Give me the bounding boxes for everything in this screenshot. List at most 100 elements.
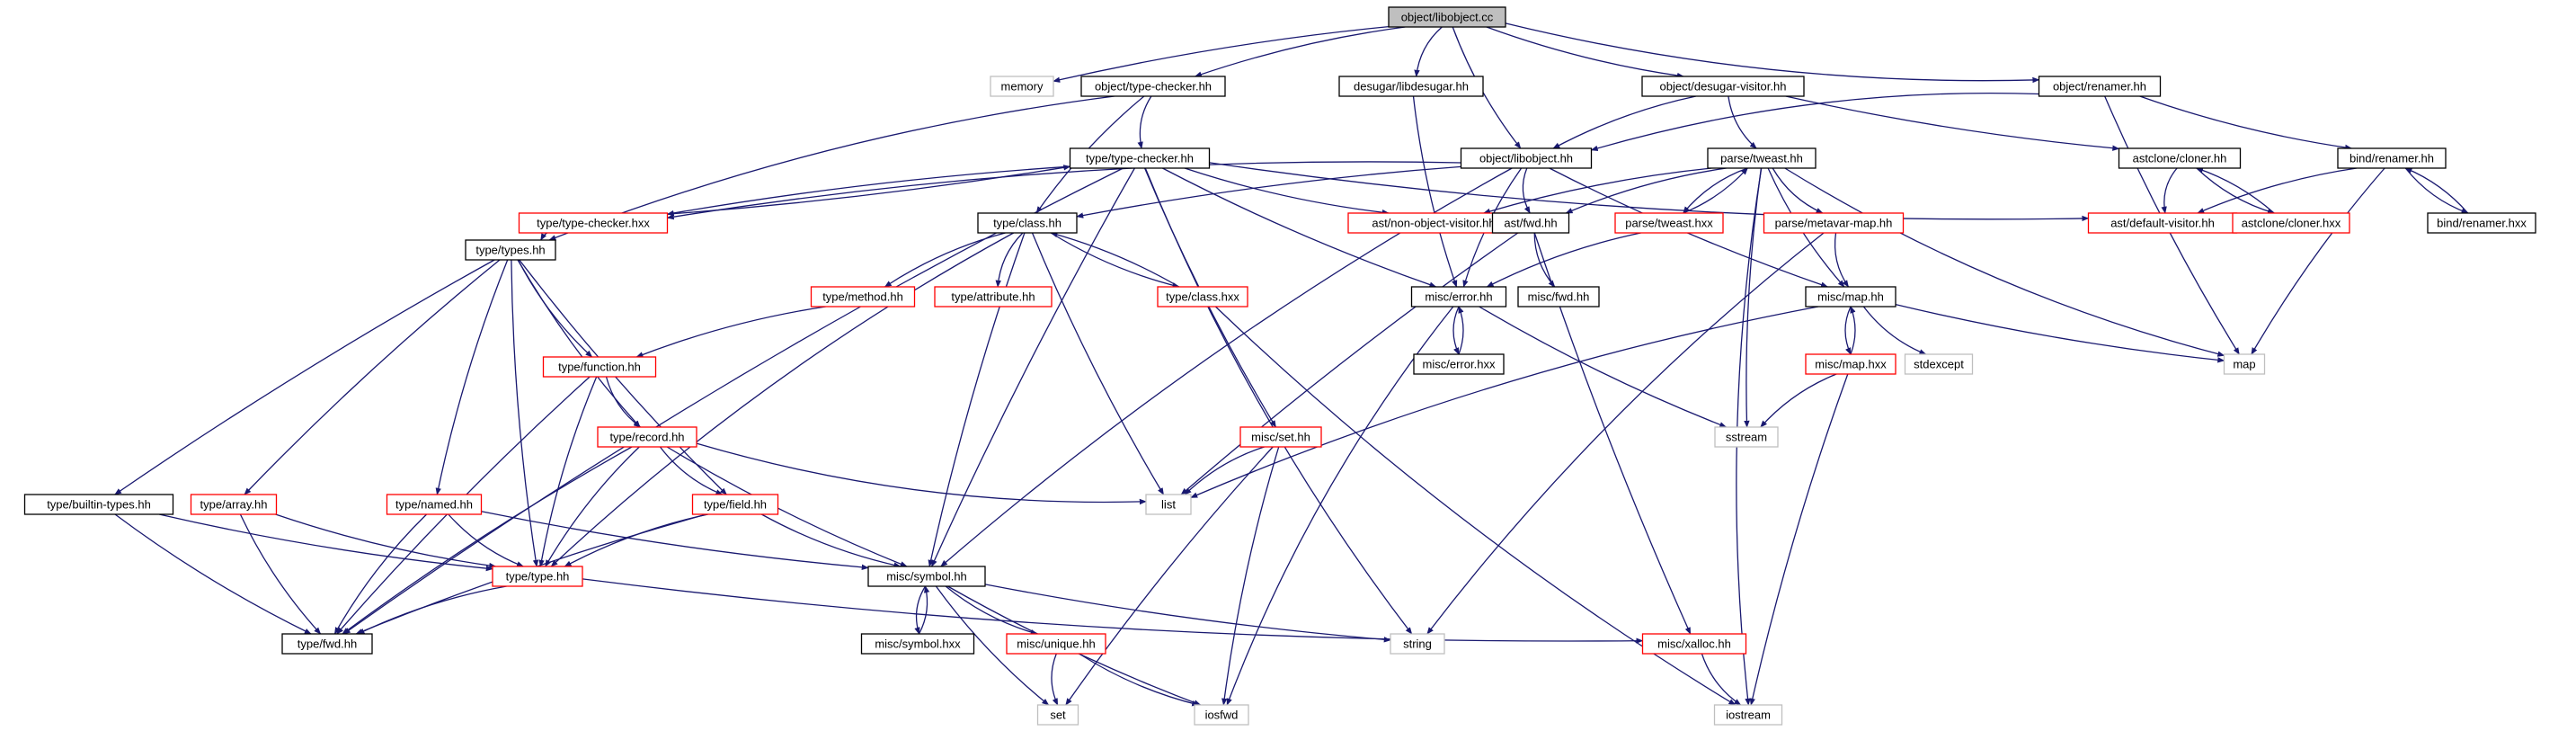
node-label: type/types.hh xyxy=(475,244,545,257)
node-types[interactable]: type/types.hh xyxy=(465,239,556,261)
node-box xyxy=(691,494,779,515)
node-misc_fwd[interactable]: misc/fwd.hh xyxy=(1517,286,1600,308)
node-label: misc/unique.hh xyxy=(1017,637,1095,651)
edge-tweast-to-metavar xyxy=(1772,167,1824,214)
node-box xyxy=(386,494,483,515)
node-ast_fwd[interactable]: ast/fwd.hh xyxy=(1491,212,1570,234)
node-unique[interactable]: misc/unique.hh xyxy=(1006,633,1106,655)
node-cloner[interactable]: astclone/cloner.hh xyxy=(2118,147,2242,169)
node-box xyxy=(1641,633,1747,655)
node-label: type/type-checker.hh xyxy=(1086,152,1194,165)
node-type_type[interactable]: type/type.hh xyxy=(492,566,583,587)
node-error_hxx[interactable]: misc/error.hxx xyxy=(1413,353,1505,375)
edge-type_tc-to-error xyxy=(1162,167,1437,288)
node-bind_ren[interactable]: bind/renamer.hh xyxy=(2337,147,2447,169)
edge-misc_set-to-iosfwd xyxy=(1221,446,1280,706)
node-named[interactable]: type/named.hh xyxy=(386,494,483,515)
node-box xyxy=(934,286,1053,308)
node-obj_ren[interactable]: object/renamer.hh xyxy=(2038,76,2162,97)
node-obj_tc[interactable]: object/type-checker.hh xyxy=(1080,76,1226,97)
node-tweast_hxx[interactable]: parse/tweast.hxx xyxy=(1614,212,1724,234)
edge-types-to-builtin xyxy=(114,259,495,495)
node-tweast[interactable]: parse/tweast.hh xyxy=(1707,147,1817,169)
node-label: list xyxy=(1161,498,1176,512)
node-root[interactable]: object/libobject.cc xyxy=(1388,6,1506,28)
node-label: object/libobject.cc xyxy=(1401,11,1494,24)
node-misc_map[interactable]: misc/map.hh xyxy=(1805,286,1896,308)
edge-types-to-record xyxy=(517,259,641,428)
node-array[interactable]: type/array.hh xyxy=(190,494,278,515)
node-type_tcx[interactable]: type/type-checker.hxx xyxy=(518,212,669,234)
node-box xyxy=(860,633,975,655)
node-record[interactable]: type/record.hh xyxy=(597,426,697,448)
node-type_tc[interactable]: type/type-checker.hh xyxy=(1069,147,1211,169)
node-bind_hxx[interactable]: bind/renamer.hxx xyxy=(2427,212,2536,234)
node-map[interactable]: map xyxy=(2223,353,2266,375)
node-symbol_hxx[interactable]: misc/symbol.hxx xyxy=(860,633,975,655)
node-iosfwd[interactable]: iosfwd xyxy=(1194,704,1249,726)
edge-type_class-to-method xyxy=(884,232,1006,288)
node-method[interactable]: type/method.hh xyxy=(810,286,916,308)
edge-obj_lib-to-ast_fwd xyxy=(1522,167,1531,214)
node-symbol[interactable]: misc/symbol.hh xyxy=(867,566,986,587)
edge-cloner-to-defvis xyxy=(2161,167,2178,214)
node-function[interactable]: type/function.hh xyxy=(542,356,657,378)
node-memory[interactable]: memory xyxy=(990,76,1054,97)
node-defvis[interactable]: ast/default-visitor.hh xyxy=(2087,212,2238,234)
node-attribute[interactable]: type/attribute.hh xyxy=(934,286,1053,308)
node-set[interactable]: set xyxy=(1036,704,1079,726)
edge-obj_ren-to-bind_ren xyxy=(2139,95,2353,151)
node-metavar[interactable]: parse/metavar-map.hh xyxy=(1763,212,1905,234)
node-label: iostream xyxy=(1726,709,1771,722)
node-box xyxy=(1614,212,1724,234)
node-label: parse/tweast.hxx xyxy=(1625,217,1713,230)
node-cloner_hxx[interactable]: astclone/cloner.hxx xyxy=(2232,212,2350,234)
node-stdexcept[interactable]: stdexcept xyxy=(1904,353,1974,375)
edge-root-to-obj_ren xyxy=(1505,22,2040,84)
node-misc_set[interactable]: misc/set.hh xyxy=(1239,426,1322,448)
node-obj_lib[interactable]: object/libobject.hh xyxy=(1460,147,1593,169)
node-map_hxx[interactable]: misc/map.hxx xyxy=(1805,353,1896,375)
node-string[interactable]: string xyxy=(1390,633,1445,655)
node-list[interactable]: list xyxy=(1145,494,1192,515)
node-desugar[interactable]: desugar/libdesugar.hh xyxy=(1338,76,1484,97)
node-error[interactable]: misc/error.hh xyxy=(1410,286,1507,308)
node-type_fwd[interactable]: type/fwd.hh xyxy=(281,633,373,655)
node-label: object/desugar-visitor.hh xyxy=(1660,80,1787,94)
node-box xyxy=(1338,76,1484,97)
node-label: map xyxy=(2233,358,2255,371)
edge-tweast_hxx-to-tweast xyxy=(1683,167,1748,214)
node-nonobj[interactable]: ast/non-object-visitor.hh xyxy=(1347,212,1520,234)
node-label: type/attribute.hh xyxy=(951,290,1035,304)
node-label: type/record.hh xyxy=(609,431,684,444)
edge-misc_set-to-set xyxy=(1065,446,1274,706)
node-box xyxy=(990,76,1054,97)
edge-named-to-symbol xyxy=(481,511,869,571)
node-box xyxy=(1805,286,1896,308)
node-class_hxx[interactable]: type/class.hxx xyxy=(1157,286,1248,308)
node-field[interactable]: type/field.hh xyxy=(691,494,779,515)
edge-record-to-symbol xyxy=(666,446,908,567)
edge-root-to-memory xyxy=(1053,25,1390,83)
node-box xyxy=(492,566,583,587)
node-xalloc[interactable]: misc/xalloc.hh xyxy=(1641,633,1747,655)
edge-type_tc-to-symbol xyxy=(931,167,1135,567)
node-sstream[interactable]: sstream xyxy=(1714,426,1779,448)
node-iostream[interactable]: iostream xyxy=(1713,704,1783,726)
node-obj_dv[interactable]: object/desugar-visitor.hh xyxy=(1641,76,1805,97)
node-box xyxy=(190,494,278,515)
node-label: sstream xyxy=(1726,431,1767,444)
node-type_class[interactable]: type/class.hh xyxy=(977,212,1078,234)
edge-xalloc-to-iostream xyxy=(1701,653,1742,706)
edge-record-to-list xyxy=(696,442,1147,505)
edge-obj_lib-to-type_class xyxy=(1076,165,1461,218)
edge-obj_tc-to-type_tc xyxy=(1137,95,1152,149)
edge-misc_map-to-stdexcept xyxy=(1862,306,1927,355)
edge-map_hxx-to-misc_map xyxy=(1850,306,1856,355)
edge-type_tc-to-type_tcx xyxy=(666,165,1070,217)
node-label: iosfwd xyxy=(1205,709,1239,722)
edge-error_hxx-to-error xyxy=(1458,306,1464,355)
node-builtin[interactable]: type/builtin-types.hh xyxy=(23,494,174,515)
node-box xyxy=(2232,212,2350,234)
node-label: type/fwd.hh xyxy=(298,637,358,651)
